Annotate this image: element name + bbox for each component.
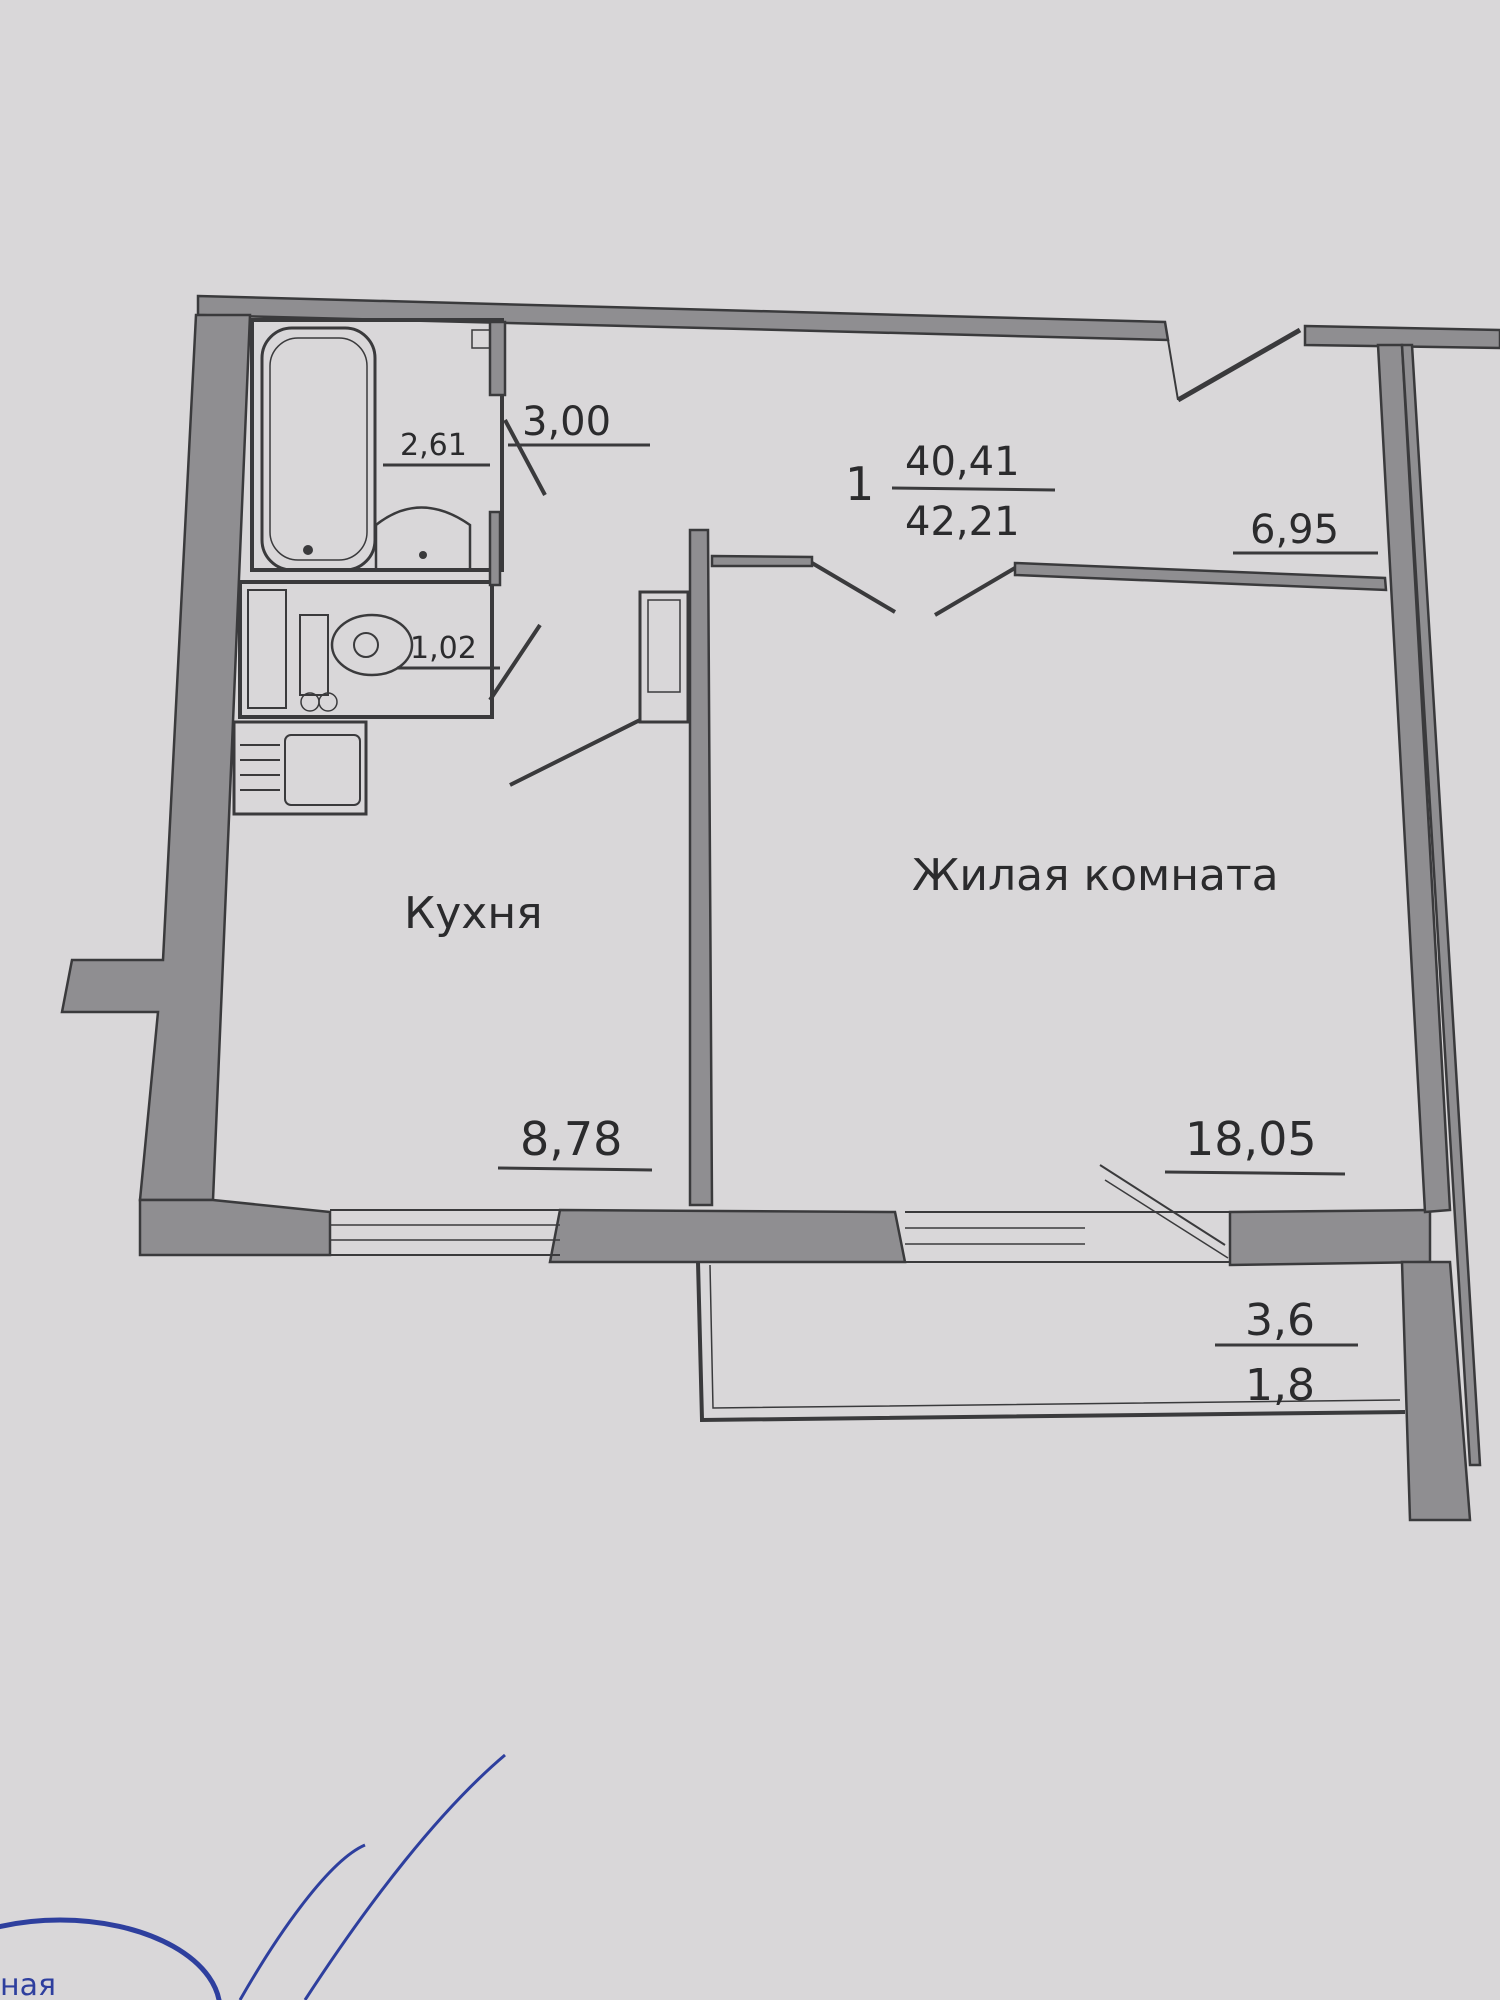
kitchen-label: Кухня bbox=[404, 888, 543, 939]
right-wall bbox=[1376, 343, 1452, 1214]
top-wall-right bbox=[1303, 324, 1500, 350]
apartment-number: 1 bbox=[845, 457, 874, 511]
right-column bbox=[1400, 1260, 1472, 1522]
stamp: ная bbox=[0, 1917, 222, 2000]
toilet-tank-icon bbox=[299, 614, 329, 696]
toilet-door bbox=[488, 623, 542, 702]
sink-icon bbox=[284, 734, 361, 806]
bathroom-block bbox=[238, 318, 507, 719]
toilet-icon bbox=[330, 613, 414, 677]
bathtub-icon bbox=[260, 326, 377, 572]
bottom-wall-middle bbox=[548, 1208, 907, 1264]
doors bbox=[488, 327, 1302, 787]
fridge-icon bbox=[638, 590, 690, 724]
hallway-area: 6,95 bbox=[1250, 507, 1339, 553]
living-room-label: Жилая комната bbox=[912, 850, 1279, 901]
living-room-top-wall-left bbox=[710, 554, 814, 568]
left-wall bbox=[60, 313, 252, 1202]
balcony bbox=[696, 1261, 1406, 1423]
balcony-area-bottom: 1,8 bbox=[1245, 1360, 1315, 1411]
balcony-area-top: 3,6 bbox=[1245, 1295, 1315, 1346]
windows bbox=[330, 1164, 1230, 1263]
living-room-door-left bbox=[810, 561, 897, 614]
central-partition bbox=[688, 528, 714, 1207]
living-room-area: 18,05 bbox=[1185, 1112, 1317, 1166]
balcony-inner-line bbox=[709, 1264, 1401, 1409]
toilet-room-walls bbox=[238, 580, 494, 719]
washbasin-icon bbox=[374, 506, 472, 572]
total-area: 42,21 bbox=[905, 499, 1020, 545]
kitchen-window bbox=[330, 1209, 560, 1256]
signature bbox=[238, 1753, 506, 2000]
bottom-wall-right bbox=[1228, 1208, 1432, 1267]
bathroom-door bbox=[503, 419, 547, 496]
living-room-top-wall bbox=[1013, 561, 1388, 592]
toilet-area: 1,02 bbox=[410, 631, 477, 666]
kitchen-area: 8,78 bbox=[520, 1112, 622, 1166]
bottom-wall-kitchen bbox=[138, 1198, 332, 1257]
balcony-outline bbox=[696, 1261, 1406, 1423]
entrance-door bbox=[1176, 327, 1302, 403]
walls bbox=[60, 294, 1500, 1522]
living-room-window bbox=[905, 1164, 1230, 1263]
bathtub-drain-icon bbox=[303, 545, 313, 555]
labels: 2,61 3,00 1,02 1 40,41 42,21 6,95 Кухня … bbox=[383, 399, 1378, 1411]
shaft-icon bbox=[247, 589, 287, 709]
neighbour-wall bbox=[1400, 343, 1482, 1467]
kitchen-door bbox=[509, 718, 641, 787]
stove-icon bbox=[232, 720, 368, 816]
living-room-door-right bbox=[933, 566, 1017, 617]
stamp-text: ная bbox=[0, 1968, 56, 2000]
corridor-small-area: 3,00 bbox=[522, 399, 611, 445]
kitchen-equipment bbox=[232, 590, 690, 816]
living-area: 40,41 bbox=[905, 439, 1020, 485]
bathroom-area: 2,61 bbox=[400, 428, 467, 463]
